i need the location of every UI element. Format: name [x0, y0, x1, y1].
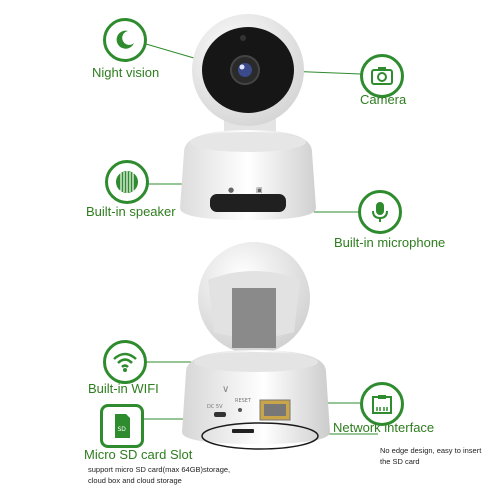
- speaker-grille-icon: [116, 171, 138, 193]
- svg-text:▣: ▣: [256, 186, 263, 194]
- rear-base-rim: [194, 352, 318, 372]
- reset-hole: [238, 408, 242, 412]
- speaker-icon-badge: [105, 160, 149, 204]
- microphone-icon-badge: [358, 190, 402, 234]
- moon-icon: [116, 30, 134, 49]
- sd-card-icon: SD: [115, 414, 130, 438]
- camera-rear-image: ∨: [182, 242, 330, 444]
- camera-icon-badge: [360, 54, 404, 98]
- front-panel: [210, 194, 286, 212]
- ethernet-port-icon: [372, 395, 392, 414]
- sd-card-label: Micro SD card Slot: [84, 447, 193, 462]
- dc-port: [214, 412, 226, 417]
- microphone-icon: [372, 202, 388, 222]
- svg-text:SD: SD: [118, 426, 127, 433]
- svg-text:●: ●: [228, 186, 234, 194]
- microphone-label: Built-in microphone: [334, 235, 446, 250]
- lens-glint: [239, 64, 245, 70]
- svg-text:∨: ∨: [222, 384, 229, 395]
- night-vision-icon-badge: [103, 18, 147, 62]
- sd-card-note-line1: support micro SD card(max 64GB)storage,: [88, 465, 231, 474]
- camera-front-image: ● ▣: [180, 14, 316, 220]
- night-vision-label: Night vision: [92, 65, 160, 80]
- rear-mount: [232, 288, 276, 348]
- wifi-icon-badge: [103, 340, 147, 384]
- wifi-label: Built-in WIFI: [88, 381, 159, 396]
- edge-note-line1: No edge design, easy to insert: [380, 446, 482, 455]
- lens-center: [238, 63, 252, 77]
- ethernet-port-inner: [264, 404, 286, 416]
- base-top-rim: [190, 132, 306, 152]
- camera-icon: [371, 67, 393, 85]
- dc-port-label: DC 5V: [207, 404, 223, 410]
- edge-note-line2: the SD card: [380, 457, 420, 466]
- network-icon-badge: [360, 382, 404, 426]
- sd-slot: [232, 429, 254, 433]
- rear-base: [182, 350, 330, 444]
- wifi-icon: [113, 352, 137, 372]
- sd-card-note-line2: cloud box and cloud storage: [88, 476, 182, 485]
- light-sensor: [240, 35, 246, 41]
- sd-card-icon-badge: SD: [100, 404, 144, 448]
- speaker-label: Built-in speaker: [86, 204, 176, 219]
- reset-label: RESET: [235, 398, 252, 404]
- sd-slot-highlight: [201, 422, 319, 450]
- network-label: Network interface: [333, 420, 435, 435]
- camera-label: Camera: [360, 92, 407, 107]
